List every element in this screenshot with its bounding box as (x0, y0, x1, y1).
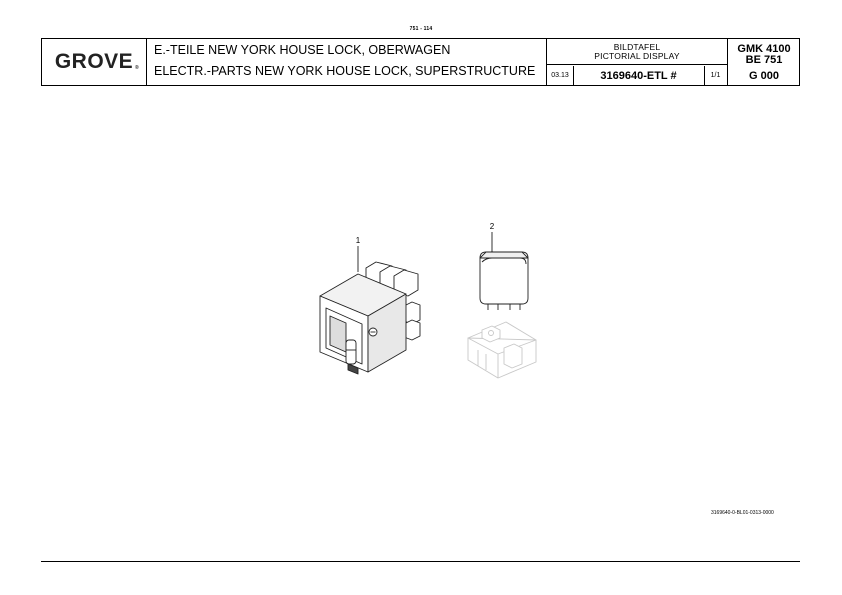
group-code: G 000 (749, 70, 779, 82)
issue-date: 03.13 (547, 66, 574, 86)
grove-logo: GROVE® (54, 50, 139, 74)
pictorial-label-german: BILDTAFEL (613, 42, 661, 52)
title-block: GROVE® E.-TEILE NEW YORK HOUSE LOCK, OBE… (41, 38, 800, 86)
callout-1-label: 1 (356, 236, 361, 245)
title-german: E.-TEILE NEW YORK HOUSE LOCK, OBERWAGEN (154, 43, 451, 57)
model-name: GMK 4100 (737, 43, 791, 55)
callout-2-label: 2 (490, 222, 495, 231)
pictorial-label: BILDTAFEL PICTORIAL DISPLAY (547, 39, 727, 65)
pictorial-cell: BILDTAFEL PICTORIAL DISPLAY 03.13 316964… (547, 39, 728, 86)
logo-text: GROVE (54, 50, 134, 73)
drawing-id: 3169640-0-BL01-0313-0000 (711, 510, 774, 516)
logo-registered-mark: ® (134, 65, 140, 71)
part-2-relay-illustration (479, 251, 529, 310)
drawing-code: 3169640-ETL # (573, 66, 705, 86)
pictorial-info-row: 03.13 3169640-ETL # 1/1 (547, 66, 727, 86)
relay-base-ghost-illustration (467, 321, 537, 379)
title-english: ELECTR.-PARTS NEW YORK HOUSE LOCK, SUPER… (154, 64, 536, 78)
page-number: 751 - 114 (409, 26, 433, 32)
sheet-number: 1/1 (710, 72, 721, 79)
logo-cell: GROVE® (42, 39, 147, 85)
footer-rule (41, 561, 800, 562)
model-variant: BE 751 (745, 54, 783, 66)
title-cell: E.-TEILE NEW YORK HOUSE LOCK, OBERWAGEN … (147, 39, 547, 85)
model-cell: GMK 4100 BE 751 G 000 (728, 39, 800, 85)
part-1-switch-illustration (319, 261, 421, 375)
pictorial-label-english: PICTORIAL DISPLAY (594, 50, 680, 61)
